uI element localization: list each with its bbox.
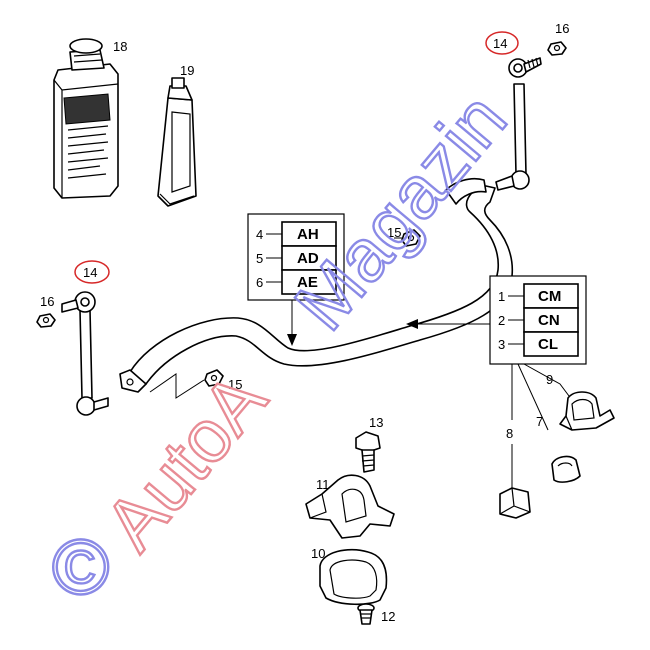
highlight-circle-14-left bbox=[74, 260, 110, 284]
part-label-7: 7 bbox=[536, 414, 543, 429]
table-right-num-2: 2 bbox=[498, 313, 505, 328]
part-label-11: 11 bbox=[316, 477, 330, 492]
part-label-15-top: 15 bbox=[387, 225, 401, 240]
part-label-16-top: 16 bbox=[555, 21, 569, 36]
stabilizer-bar bbox=[119, 177, 514, 393]
part-label-15-left: 15 bbox=[228, 377, 242, 392]
screw-12 bbox=[357, 603, 375, 625]
table-right-num-1: 1 bbox=[498, 289, 505, 304]
part-label-9: 9 bbox=[546, 372, 553, 387]
bracket-11 bbox=[305, 474, 395, 539]
grease-tube bbox=[157, 77, 197, 207]
watermark-copyright: © bbox=[52, 523, 109, 611]
table-left-code-ad: AD bbox=[297, 250, 319, 267]
table-right-num-3: 3 bbox=[498, 337, 505, 352]
bolt-13 bbox=[355, 431, 381, 473]
nut-15-left bbox=[204, 369, 224, 387]
fluid-bottle bbox=[53, 38, 119, 199]
nut-16-top bbox=[547, 41, 567, 56]
part-label-18: 18 bbox=[113, 39, 127, 54]
clamp-9 bbox=[559, 391, 615, 431]
part-label-10: 10 bbox=[311, 546, 325, 561]
nut-15-top bbox=[401, 229, 421, 247]
stabilizer-link-left bbox=[61, 291, 109, 416]
nut-16-left bbox=[36, 313, 56, 328]
part-label-14-top: 14 bbox=[493, 36, 507, 51]
table-left-num-6: 6 bbox=[256, 275, 263, 290]
table-left-code-ae: AE bbox=[297, 274, 318, 291]
part-label-12: 12 bbox=[381, 609, 395, 624]
table-left-code-ah: AH bbox=[297, 226, 319, 243]
table-right-code-cn: CN bbox=[538, 312, 560, 329]
bushing-7 bbox=[551, 455, 581, 483]
part-label-14-left: 14 bbox=[83, 265, 97, 280]
watermark-auto: AutoA bbox=[89, 357, 283, 565]
table-left-num-4: 4 bbox=[256, 227, 263, 242]
code-table-right: 1 2 3 CM CN CL bbox=[489, 275, 587, 365]
highlight-circle-14-top bbox=[485, 31, 519, 55]
code-table-left: 4 5 6 AH AD AE bbox=[247, 213, 345, 301]
bushing-8 bbox=[499, 487, 531, 519]
part-label-13: 13 bbox=[369, 415, 383, 430]
part-label-19: 19 bbox=[180, 63, 194, 78]
table-left-num-5: 5 bbox=[256, 251, 263, 266]
bushing-10 bbox=[319, 548, 388, 606]
part-label-16-left: 16 bbox=[40, 294, 54, 309]
table-right-code-cl: CL bbox=[538, 336, 558, 353]
table-right-code-cm: CM bbox=[538, 288, 561, 305]
part-label-8: 8 bbox=[506, 426, 513, 441]
stabilizer-link-right bbox=[495, 57, 542, 191]
